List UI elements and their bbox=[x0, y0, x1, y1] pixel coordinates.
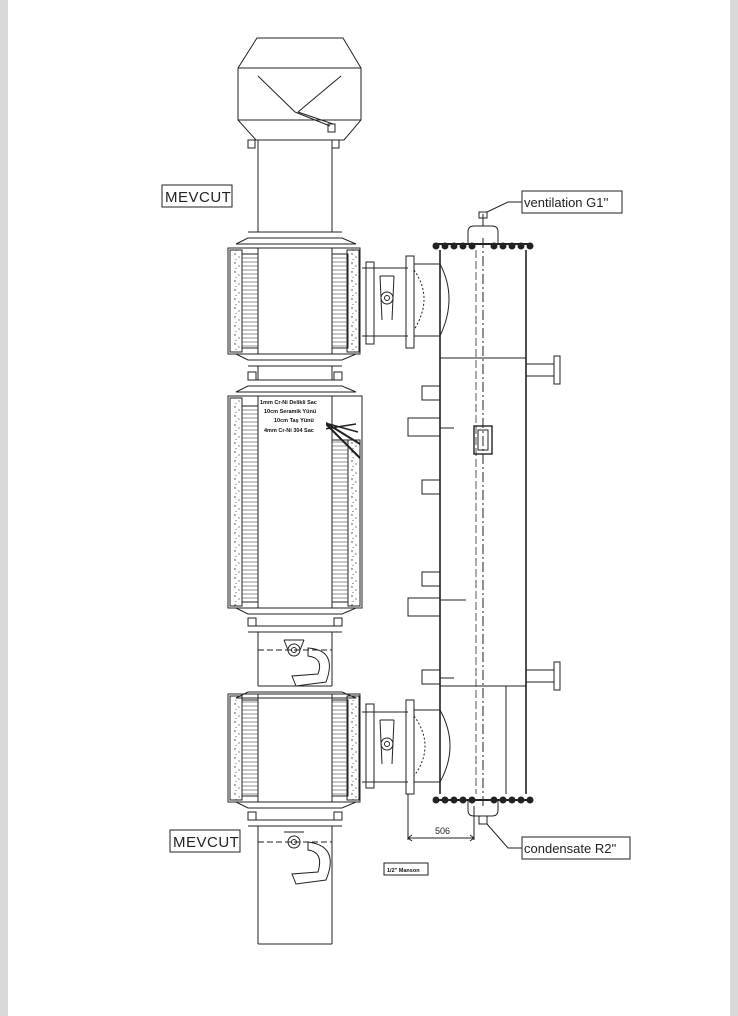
insulation-note: 10cm Seramik Yünü bbox=[264, 409, 316, 415]
condensate-box bbox=[521, 836, 631, 860]
ventilation-leader bbox=[486, 201, 522, 213]
insulation-notes: 1mm Cr-Ni Delikli Sac 10cm Seramik Yünü … bbox=[260, 400, 317, 434]
mevcut-bottom-box bbox=[169, 829, 241, 853]
manson-box bbox=[383, 862, 429, 876]
mevcut-bottom-label: MEVCUT bbox=[173, 834, 239, 851]
upper-branch-connection bbox=[362, 255, 450, 349]
mevcut-top-label: MEVCUT bbox=[165, 189, 231, 206]
upper-duct bbox=[235, 140, 357, 245]
condensate-label: condensate R2'' bbox=[524, 841, 616, 856]
lower-silencer bbox=[227, 693, 361, 809]
upper-silencer bbox=[227, 247, 361, 367]
lower-branch-connection bbox=[362, 699, 451, 795]
drawing-sheet: MEVCUT MEVCUT ventilation G1'' condensat… bbox=[8, 0, 730, 1016]
exhaust-hood bbox=[237, 37, 362, 149]
technical-drawing: MEVCUT MEVCUT ventilation G1'' condensat… bbox=[161, 37, 631, 945]
lower-damper-section bbox=[235, 617, 357, 699]
middle-silencer bbox=[227, 395, 363, 615]
insulation-note: 4mm Cr-Ni 304 Sac bbox=[264, 428, 314, 434]
bottom-duct bbox=[247, 811, 343, 945]
ventilation-label: ventilation G1'' bbox=[524, 195, 608, 210]
ventilation-box bbox=[521, 190, 623, 214]
top-flange-bolts bbox=[432, 242, 534, 250]
insulation-note: 10cm Taş Yünü bbox=[274, 418, 314, 424]
dimension-label: 506 bbox=[435, 826, 450, 836]
dimension-506 bbox=[407, 794, 475, 842]
heat-exchanger-shell bbox=[407, 211, 561, 825]
insulation-note: 1mm Cr-Ni Delikli Sac bbox=[260, 400, 317, 406]
upper-connector bbox=[235, 366, 357, 393]
condensate-leader bbox=[486, 823, 522, 849]
mevcut-top-box bbox=[161, 184, 233, 208]
manson-label: 1/2" Manson bbox=[387, 868, 420, 874]
bottom-flange-bolts bbox=[432, 796, 534, 804]
